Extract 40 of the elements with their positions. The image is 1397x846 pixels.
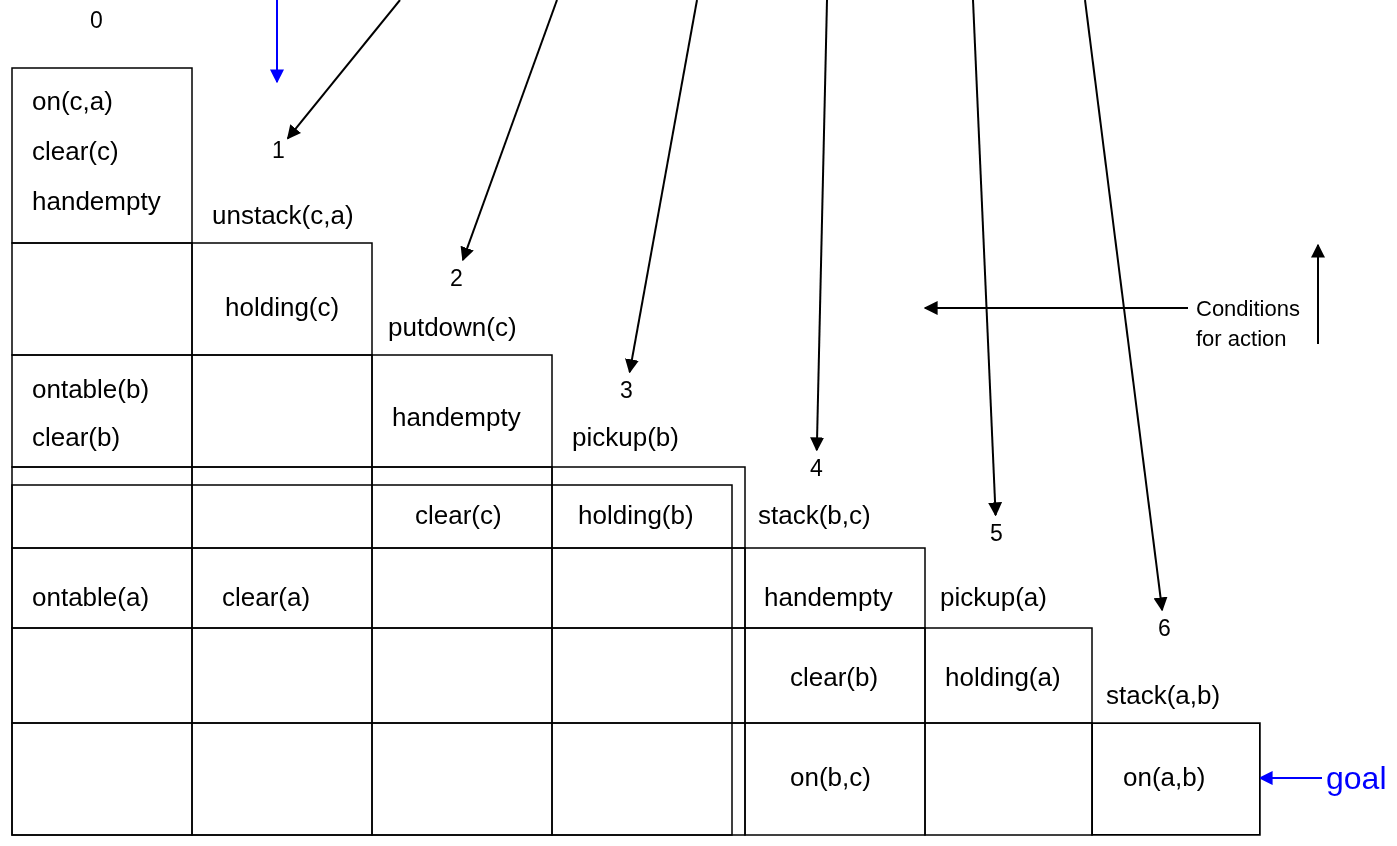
predicate-label: ontable(b) bbox=[32, 374, 150, 404]
action-label: putdown(c) bbox=[388, 312, 517, 342]
predicate-label: ontable(a) bbox=[32, 582, 150, 612]
predicate-label: clear(c) bbox=[32, 136, 119, 166]
action-label: stack(a,b) bbox=[1106, 680, 1221, 710]
arrow bbox=[972, 0, 1003, 517]
arrow bbox=[1084, 0, 1168, 612]
arrow bbox=[1258, 771, 1323, 785]
arrow bbox=[625, 0, 698, 374]
predicate-label: clear(b) bbox=[790, 662, 879, 692]
step-number: 5 bbox=[990, 518, 1003, 548]
predicate-label: handempty bbox=[392, 402, 521, 432]
predicate-label: holding(a) bbox=[945, 662, 1061, 692]
predicate-label: clear(a) bbox=[222, 582, 311, 612]
action-label: pickup(a) bbox=[940, 582, 1047, 612]
predicate-label: on(b,c) bbox=[790, 762, 871, 792]
action-label: stack(b,c) bbox=[758, 500, 871, 530]
step-number: 4 bbox=[810, 453, 823, 483]
predicate-label: clear(c) bbox=[415, 500, 502, 530]
step-number: 1 bbox=[272, 135, 285, 165]
predicate-label: handempty bbox=[764, 582, 893, 612]
predicate-label: handempty bbox=[32, 186, 161, 216]
note-text: Conditions for action bbox=[1196, 294, 1306, 354]
goal-cell: on(a,b) bbox=[1092, 723, 1260, 835]
arrow bbox=[923, 301, 1189, 315]
step-number: 2 bbox=[450, 263, 463, 293]
step-number: 3 bbox=[620, 375, 633, 405]
step-number: 0 bbox=[90, 6, 103, 35]
action-label: pickup(b) bbox=[572, 422, 679, 452]
goal-text: goal bbox=[1326, 760, 1387, 796]
predicate-label: holding(b) bbox=[578, 500, 694, 530]
arrow bbox=[286, 0, 401, 140]
arrow bbox=[460, 0, 558, 262]
predicate-label: on(c,a) bbox=[32, 86, 113, 116]
action-label: unstack(c,a) bbox=[212, 200, 354, 230]
predicate-label: holding(c) bbox=[225, 292, 340, 322]
arrow bbox=[1311, 243, 1325, 345]
arrow bbox=[810, 0, 828, 452]
step-number: 6 bbox=[1158, 613, 1171, 643]
predicate-label: clear(b) bbox=[32, 422, 121, 452]
